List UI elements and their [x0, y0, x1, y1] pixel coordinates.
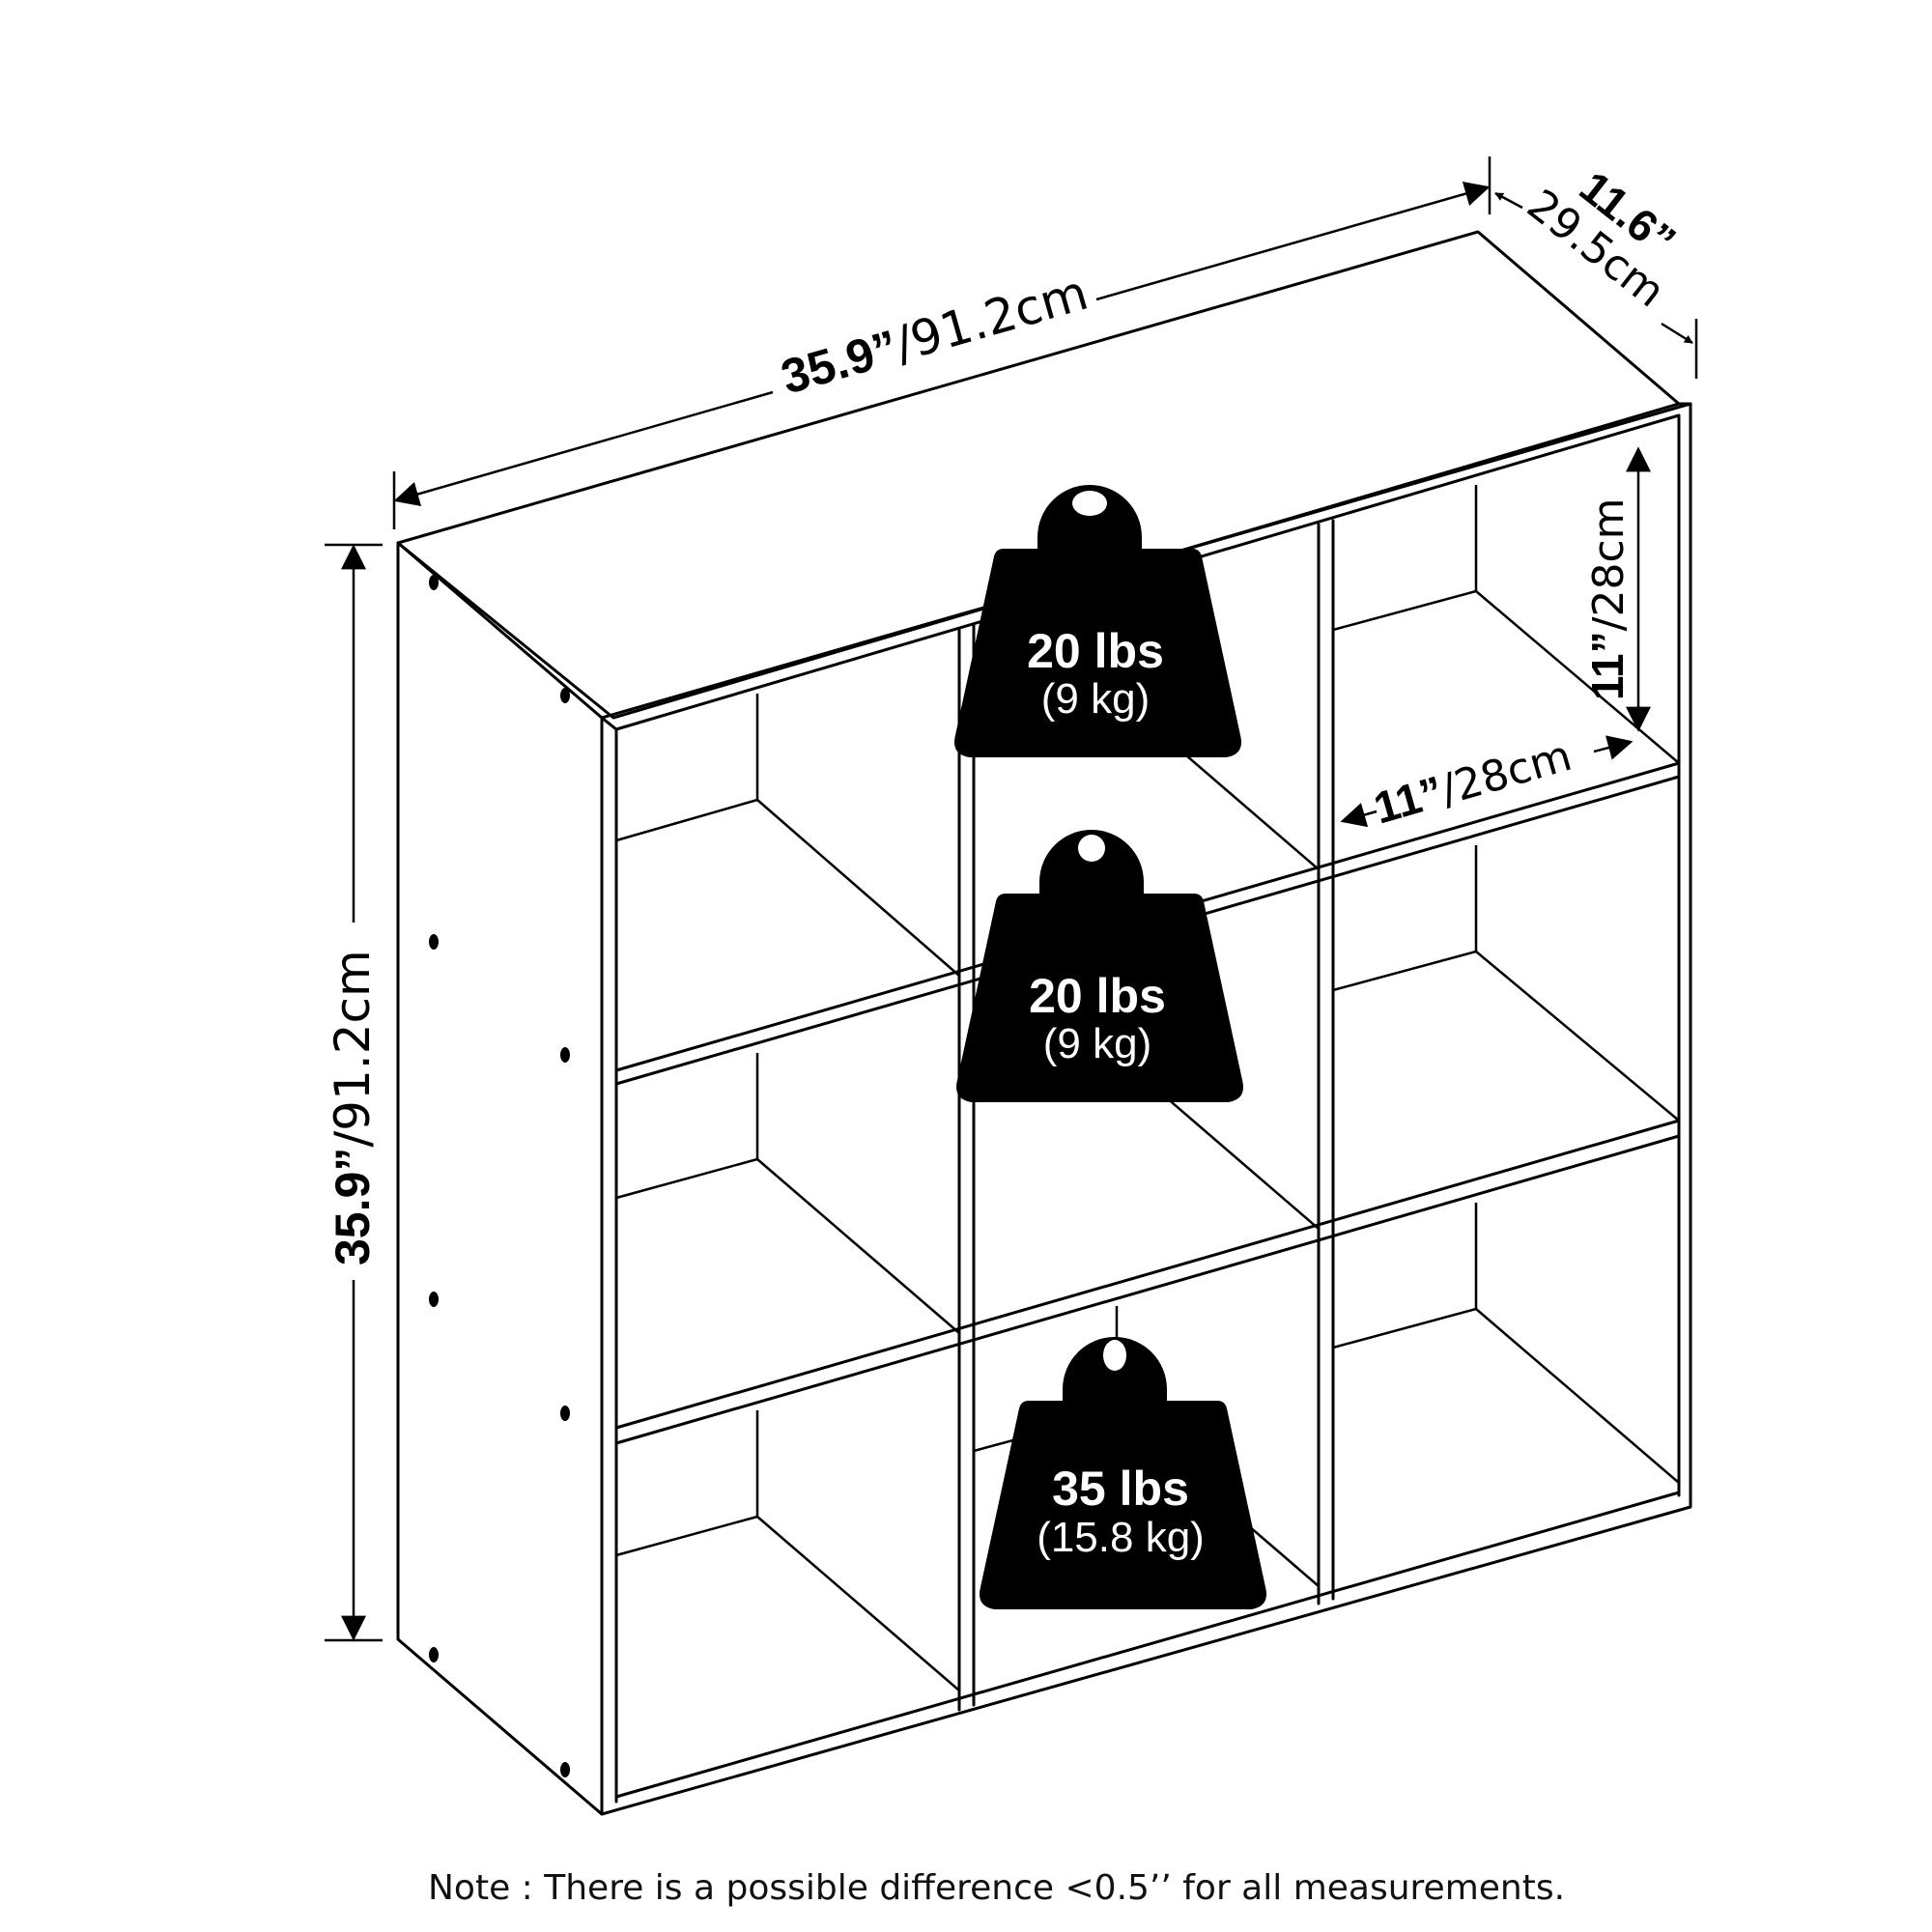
width-label: 35.9”/91.2cm [775, 265, 1094, 406]
weight-capacity-icon-top: 20 lbs (9 kg) [954, 485, 1241, 757]
weight-kg-middle: (9 kg) [1043, 1020, 1151, 1067]
cube-height-label: 11”/28cm [1582, 497, 1634, 700]
weight-kg-bottom: (15.8 kg) [1037, 1514, 1205, 1561]
vertical-divider-1 [957, 624, 976, 1712]
cabinet-front-frame [600, 402, 1692, 1816]
height-label: 35.9”/91.2cm [325, 950, 381, 1265]
weight-lbs-middle: 20 lbs [1029, 969, 1166, 1023]
weight-lbs-bottom: 35 lbs [1052, 1462, 1189, 1516]
cube-height-dimension: 11”/28cm [1582, 446, 1651, 732]
width-dimension: 35.9”/91.2cm [392, 156, 1492, 529]
measurement-note: Note : There is a possible difference <0… [428, 1868, 1565, 1908]
side-panel-holes [429, 575, 570, 1777]
vertical-divider-2 [1317, 519, 1335, 1605]
cube-width-label: 11”/28cm [1368, 729, 1577, 835]
weight-capacity-icon-middle: 20 lbs (9 kg) [956, 830, 1243, 1102]
weight-kg-top: (9 kg) [1041, 675, 1150, 723]
weight-lbs-top: 20 lbs [1027, 624, 1164, 678]
cabinet [396, 230, 1692, 1816]
weight-capacity-icon-bottom: 35 lbs (15.8 kg) [980, 1337, 1266, 1609]
depth-dimension: 11.6” 29.5cm [1494, 161, 1698, 379]
cabinet-left-side [396, 541, 604, 1816]
shelf-2 [614, 1119, 1681, 1445]
height-dimension: 35.9”/91.2cm [325, 543, 383, 1642]
